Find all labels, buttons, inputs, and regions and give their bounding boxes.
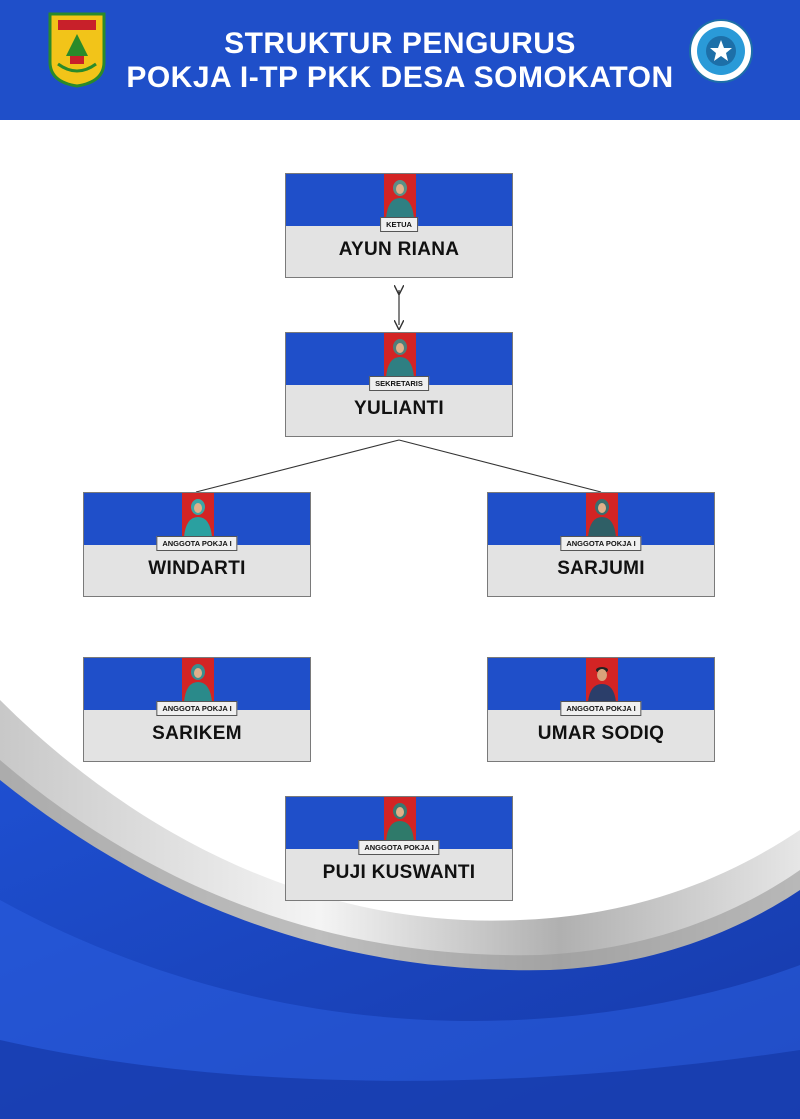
member-name: UMAR SODIQ (537, 723, 665, 744)
member-card-puji-kuswanti: ANGGOTA POKJA I PUJI KUSWANTI (285, 796, 513, 901)
member-photo (384, 333, 416, 377)
member-name: WINDARTI (148, 558, 246, 579)
member-name: SARJUMI (557, 558, 645, 579)
member-role: SEKRETARIS (369, 376, 429, 391)
page-title-line1: STRUKTUR PENGURUS (224, 27, 576, 60)
header-banner: STRUKTUR PENGURUS POKJA I-TP PKK DESA SO… (0, 0, 800, 120)
member-role: ANGGOTA POKJA I (560, 701, 642, 716)
member-role: ANGGOTA POKJA I (358, 840, 440, 855)
member-name: PUJI KUSWANTI (322, 862, 476, 883)
member-photo (182, 658, 214, 702)
member-card-windarti: ANGGOTA POKJA I WINDARTI (83, 492, 311, 597)
member-name: YULIANTI (353, 398, 444, 419)
member-card-umar-sodiq: ANGGOTA POKJA I UMAR SODIQ (487, 657, 715, 762)
member-name: AYUN RIANA (338, 239, 460, 260)
member-card-sekretaris: SEKRETARIS YULIANTI (285, 332, 513, 437)
member-name: SARIKEM (152, 723, 242, 744)
member-card-sarikem: ANGGOTA POKJA I SARIKEM (83, 657, 311, 762)
member-role: ANGGOTA POKJA I (156, 536, 238, 551)
member-photo (384, 797, 416, 841)
pkk-emblem-icon (689, 19, 753, 83)
member-photo (586, 658, 618, 702)
connector-sekretaris-windarti (195, 439, 400, 493)
member-role: ANGGOTA POKJA I (560, 536, 642, 551)
member-photo (384, 174, 416, 218)
kabupaten-emblem-icon (48, 12, 106, 88)
member-role: KETUA (380, 217, 418, 232)
member-photo (586, 493, 618, 537)
connector-sekretaris-sarjumi (398, 439, 602, 493)
member-card-sarjumi: ANGGOTA POKJA I SARJUMI (487, 492, 715, 597)
member-photo (182, 493, 214, 537)
member-role: ANGGOTA POKJA I (156, 701, 238, 716)
page-title-line2: POKJA I-TP PKK DESA SOMOKATON (126, 61, 674, 94)
member-card-ketua: KETUA AYUN RIANA (285, 173, 513, 278)
